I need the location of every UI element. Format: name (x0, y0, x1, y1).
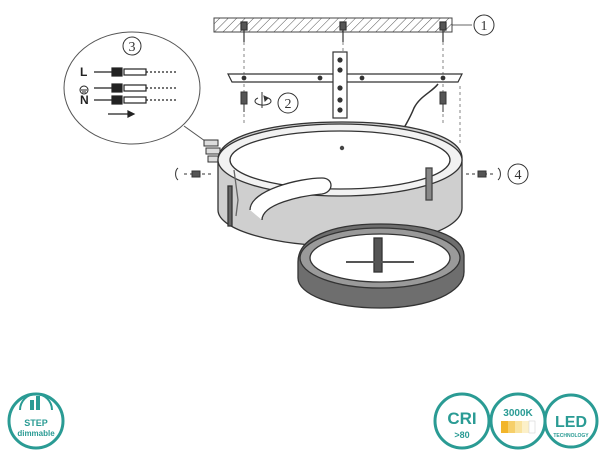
callout-4: 4 (507, 163, 529, 185)
wiring-detail: 3 L N (63, 31, 213, 147)
led-badge-sub: TECHNOLOGY (553, 433, 589, 439)
cct-3000k-badge: 3000K (489, 392, 547, 450)
side-screws (175, 167, 501, 181)
lower-ring (297, 223, 465, 309)
callout-2: 2 (277, 92, 299, 114)
earth-icon (79, 85, 89, 95)
rotate-arrow-icon (254, 92, 272, 108)
callout-3-label: 3 (129, 40, 136, 55)
cri-badge-value: >80 (454, 430, 469, 440)
callout-2-label: 2 (285, 97, 292, 112)
step-badge-line1: STEP (24, 418, 48, 428)
cri-badge: CRI >80 (433, 392, 491, 450)
upper-ring (217, 121, 463, 247)
supply-cable (403, 83, 439, 129)
live-wire-label: L (80, 65, 87, 79)
callout-1: 1 (452, 14, 495, 36)
callout-4-label: 4 (515, 168, 522, 183)
step-dimmable-badge: STEP dimmable (7, 392, 65, 450)
cct-badge-label: 3000K (503, 408, 533, 419)
ceiling (213, 17, 453, 33)
led-technology-badge: LED TECHNOLOGY (543, 393, 599, 449)
led-badge-label: LED (555, 414, 587, 431)
callout-3: 3 (122, 36, 142, 56)
neutral-wire-label: N (80, 93, 89, 107)
centre-screw (339, 145, 345, 151)
ceiling-screws (240, 21, 447, 42)
mounting-bracket (227, 51, 463, 119)
cct-colour-bar (501, 420, 536, 434)
step-badge-line2: dimmable (17, 429, 55, 438)
callout-1-label: 1 (481, 19, 488, 34)
cri-badge-label: CRI (447, 409, 476, 428)
